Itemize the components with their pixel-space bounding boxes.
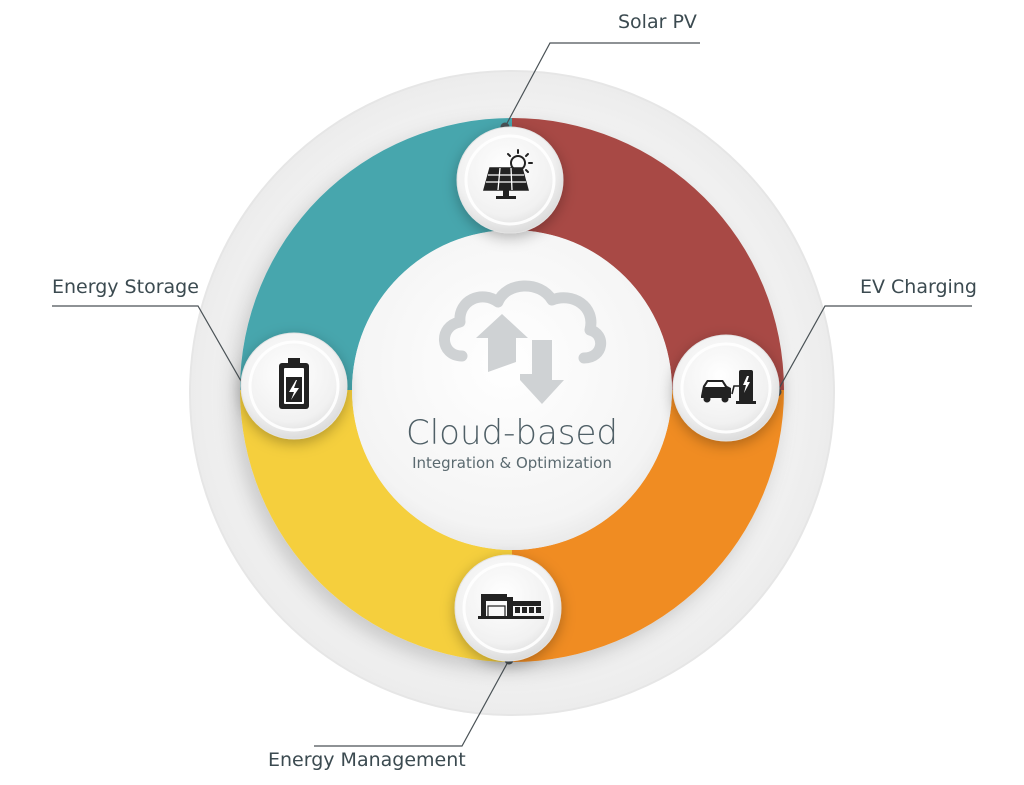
ev-charger-icon [701,370,756,404]
ring-segment-storage-to-solar [240,118,512,390]
center-subtitle: Integration & Optimization [412,454,612,472]
solar-panel-icon [483,149,533,199]
label-energy-management: Energy Management [268,749,466,771]
ring-segment-ev-to-management [512,390,784,662]
leader-line-ev [776,305,972,393]
leader-lines [52,42,972,747]
cloud-sync-icon [439,280,606,404]
node-solar [456,126,564,234]
ring [240,118,784,662]
center-disk [352,230,672,550]
node-ev-charging [672,334,780,442]
label-solar-pv: Solar PV [618,11,697,33]
node-energy-management [454,554,562,662]
battery-icon [279,358,309,409]
building-icon [478,594,544,619]
leader-line-solar [504,42,700,128]
ring-segment-management-to-storage [240,390,512,662]
label-ev-charging: EV Charging [860,276,977,298]
node-energy-storage [240,332,348,440]
center-title: Cloud-based [406,413,618,453]
leader-line-storage [52,305,246,389]
label-energy-storage: Energy Storage [52,276,199,298]
ring-segment-solar-to-ev [512,118,784,390]
leader-line-management [314,659,510,747]
